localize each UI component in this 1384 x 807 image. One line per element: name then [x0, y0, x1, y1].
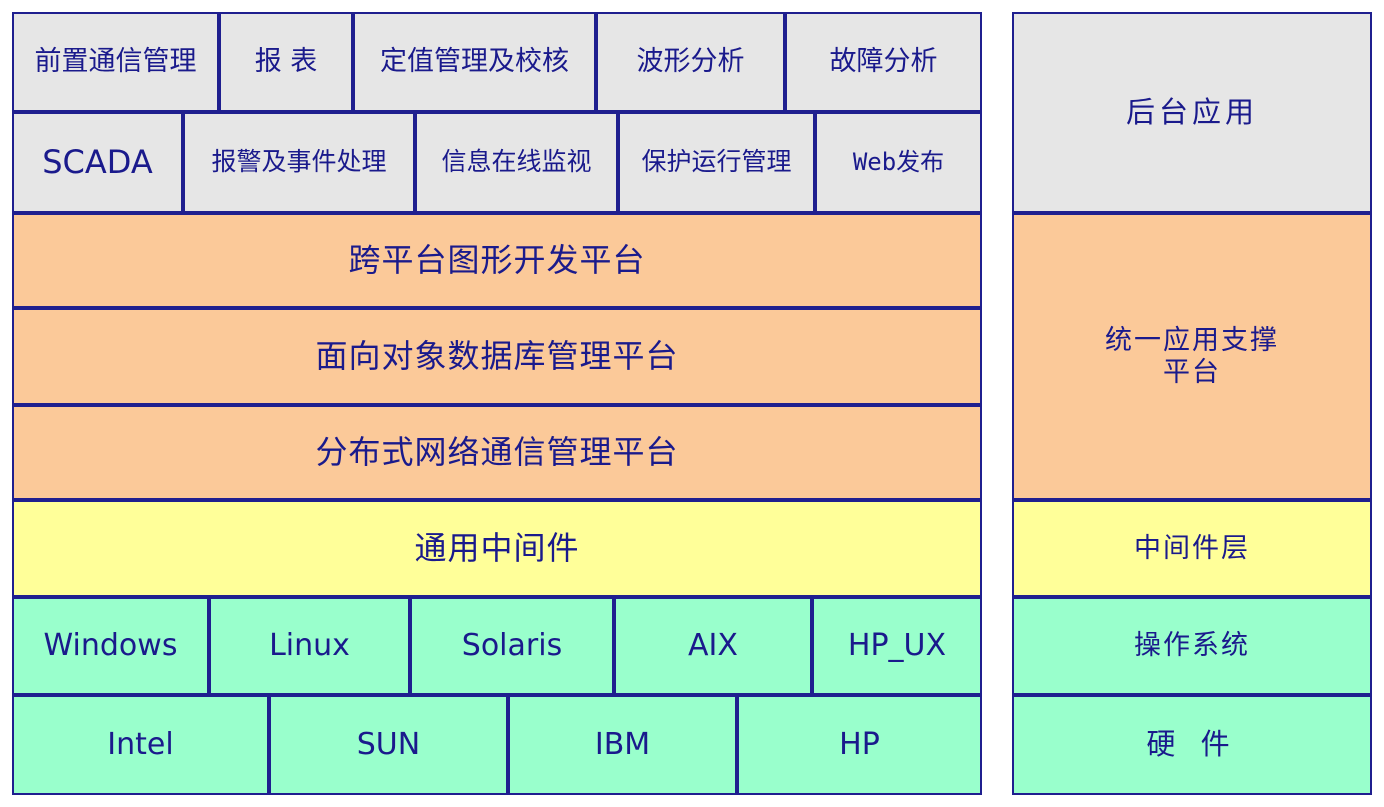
app-cell-alarm-and-event-processing[interactable]: 报警及事件处理	[183, 112, 415, 213]
os-cell-solaris[interactable]: Solaris	[410, 597, 614, 695]
app-cell-report[interactable]: 报 表	[219, 12, 353, 112]
app-cell-waveform-analysis[interactable]: 波形分析	[596, 12, 785, 112]
app-cell-fault-analysis[interactable]: 故障分析	[785, 12, 982, 112]
app-cell-information-online-monitoring[interactable]: 信息在线监视	[415, 112, 618, 213]
hardware-cell-hp[interactable]: HP	[737, 695, 982, 795]
os-cell-linux[interactable]: Linux	[209, 597, 410, 695]
app-cell-front-end-communication-management[interactable]: 前置通信管理	[12, 12, 219, 112]
platform-cell-cross-platform-graphics-development[interactable]: 跨平台图形开发平台	[12, 213, 982, 308]
layer-label-middleware-layer[interactable]: 中间件层	[1012, 500, 1372, 597]
platform-cell-distributed-network-communication-management[interactable]: 分布式网络通信管理平台	[12, 405, 982, 500]
layer-label-operating-system[interactable]: 操作系统	[1012, 597, 1372, 695]
os-cell-windows[interactable]: Windows	[12, 597, 209, 695]
hardware-cell-sun[interactable]: SUN	[269, 695, 508, 795]
platform-cell-object-oriented-database-management[interactable]: 面向对象数据库管理平台	[12, 308, 982, 405]
layer-label-unified-application-support-platform[interactable]: 统一应用支撑 平台	[1012, 213, 1372, 500]
hardware-cell-ibm[interactable]: IBM	[508, 695, 737, 795]
app-cell-protection-operation-management[interactable]: 保护运行管理	[618, 112, 815, 213]
os-cell-aix[interactable]: AIX	[614, 597, 812, 695]
os-cell-hp-ux[interactable]: HP_UX	[812, 597, 982, 695]
middleware-cell-general-middleware[interactable]: 通用中间件	[12, 500, 982, 597]
app-cell-scada[interactable]: SCADA	[12, 112, 183, 213]
layer-label-hardware[interactable]: 硬 件	[1012, 695, 1372, 795]
layer-label-background-application[interactable]: 后台应用	[1012, 12, 1372, 213]
app-cell-web-publishing[interactable]: Web发布	[815, 112, 982, 213]
hardware-cell-intel[interactable]: Intel	[12, 695, 269, 795]
app-cell-setting-management-and-verification[interactable]: 定值管理及校核	[353, 12, 596, 112]
